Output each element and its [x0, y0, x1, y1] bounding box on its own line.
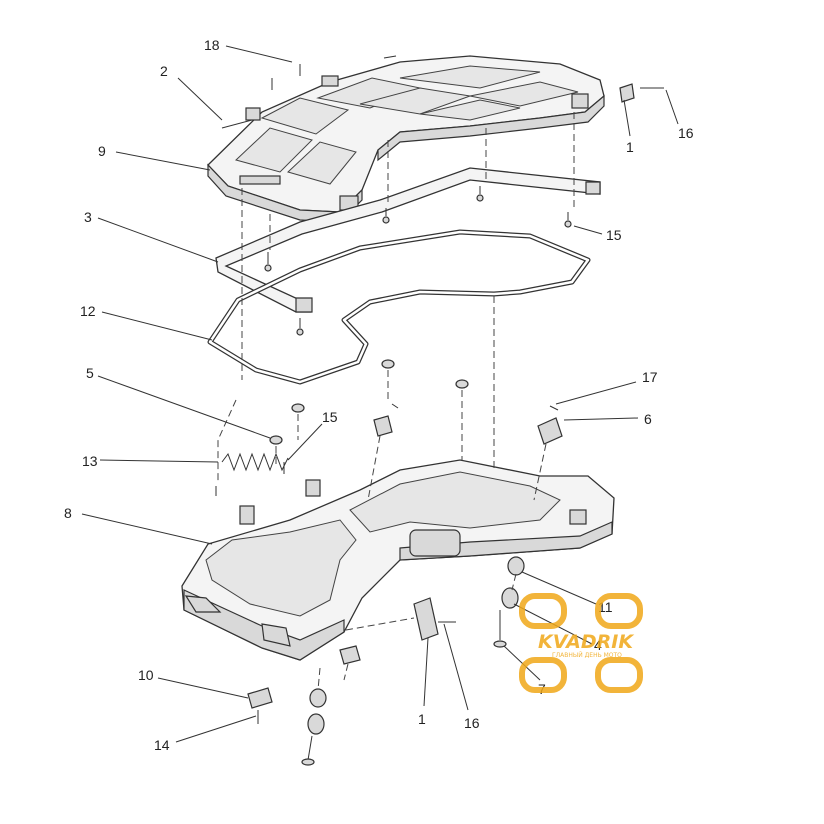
- lid-seal: [207, 229, 591, 385]
- callout-16-top: 16: [678, 125, 694, 141]
- callout-15-mid: 15: [322, 409, 338, 425]
- callout-13: 13: [82, 453, 98, 469]
- alignment-lines: [217, 112, 575, 691]
- watermark-tagline: ГЛАВНЫЙ ДЕНЬ МОТО: [552, 652, 622, 659]
- callout-1-top: 1: [626, 139, 634, 155]
- lid-screws: [264, 186, 572, 336]
- storage-tub: [181, 459, 615, 661]
- callout-18: 18: [204, 37, 220, 53]
- spring: [221, 452, 289, 472]
- callout-16-bottom: 16: [464, 715, 480, 731]
- callout-6: 6: [644, 411, 652, 427]
- storage-lid: [207, 55, 605, 223]
- callout-9: 9: [98, 143, 106, 159]
- callout-leaders: [81, 45, 679, 743]
- callout-17: 17: [642, 369, 658, 385]
- watermark-brand: KVADRIK: [538, 631, 634, 653]
- callout-8: 8: [64, 505, 72, 521]
- callout-2: 2: [160, 63, 168, 79]
- atv-wheel-icon: [519, 593, 643, 693]
- callout-4: 4: [594, 637, 602, 653]
- callout-12: 12: [80, 303, 96, 319]
- lid-frame: [215, 167, 601, 313]
- callout-3: 3: [84, 209, 92, 225]
- callout-14: 14: [154, 737, 170, 753]
- callout-5: 5: [86, 365, 94, 381]
- callout-15-top: 15: [606, 227, 622, 243]
- callout-10: 10: [138, 667, 154, 683]
- kvadrik-watermark: KVADRIK ГЛАВНЫЙ ДЕНЬ МОТО: [519, 593, 643, 693]
- callout-1-bottom: 1: [418, 711, 426, 727]
